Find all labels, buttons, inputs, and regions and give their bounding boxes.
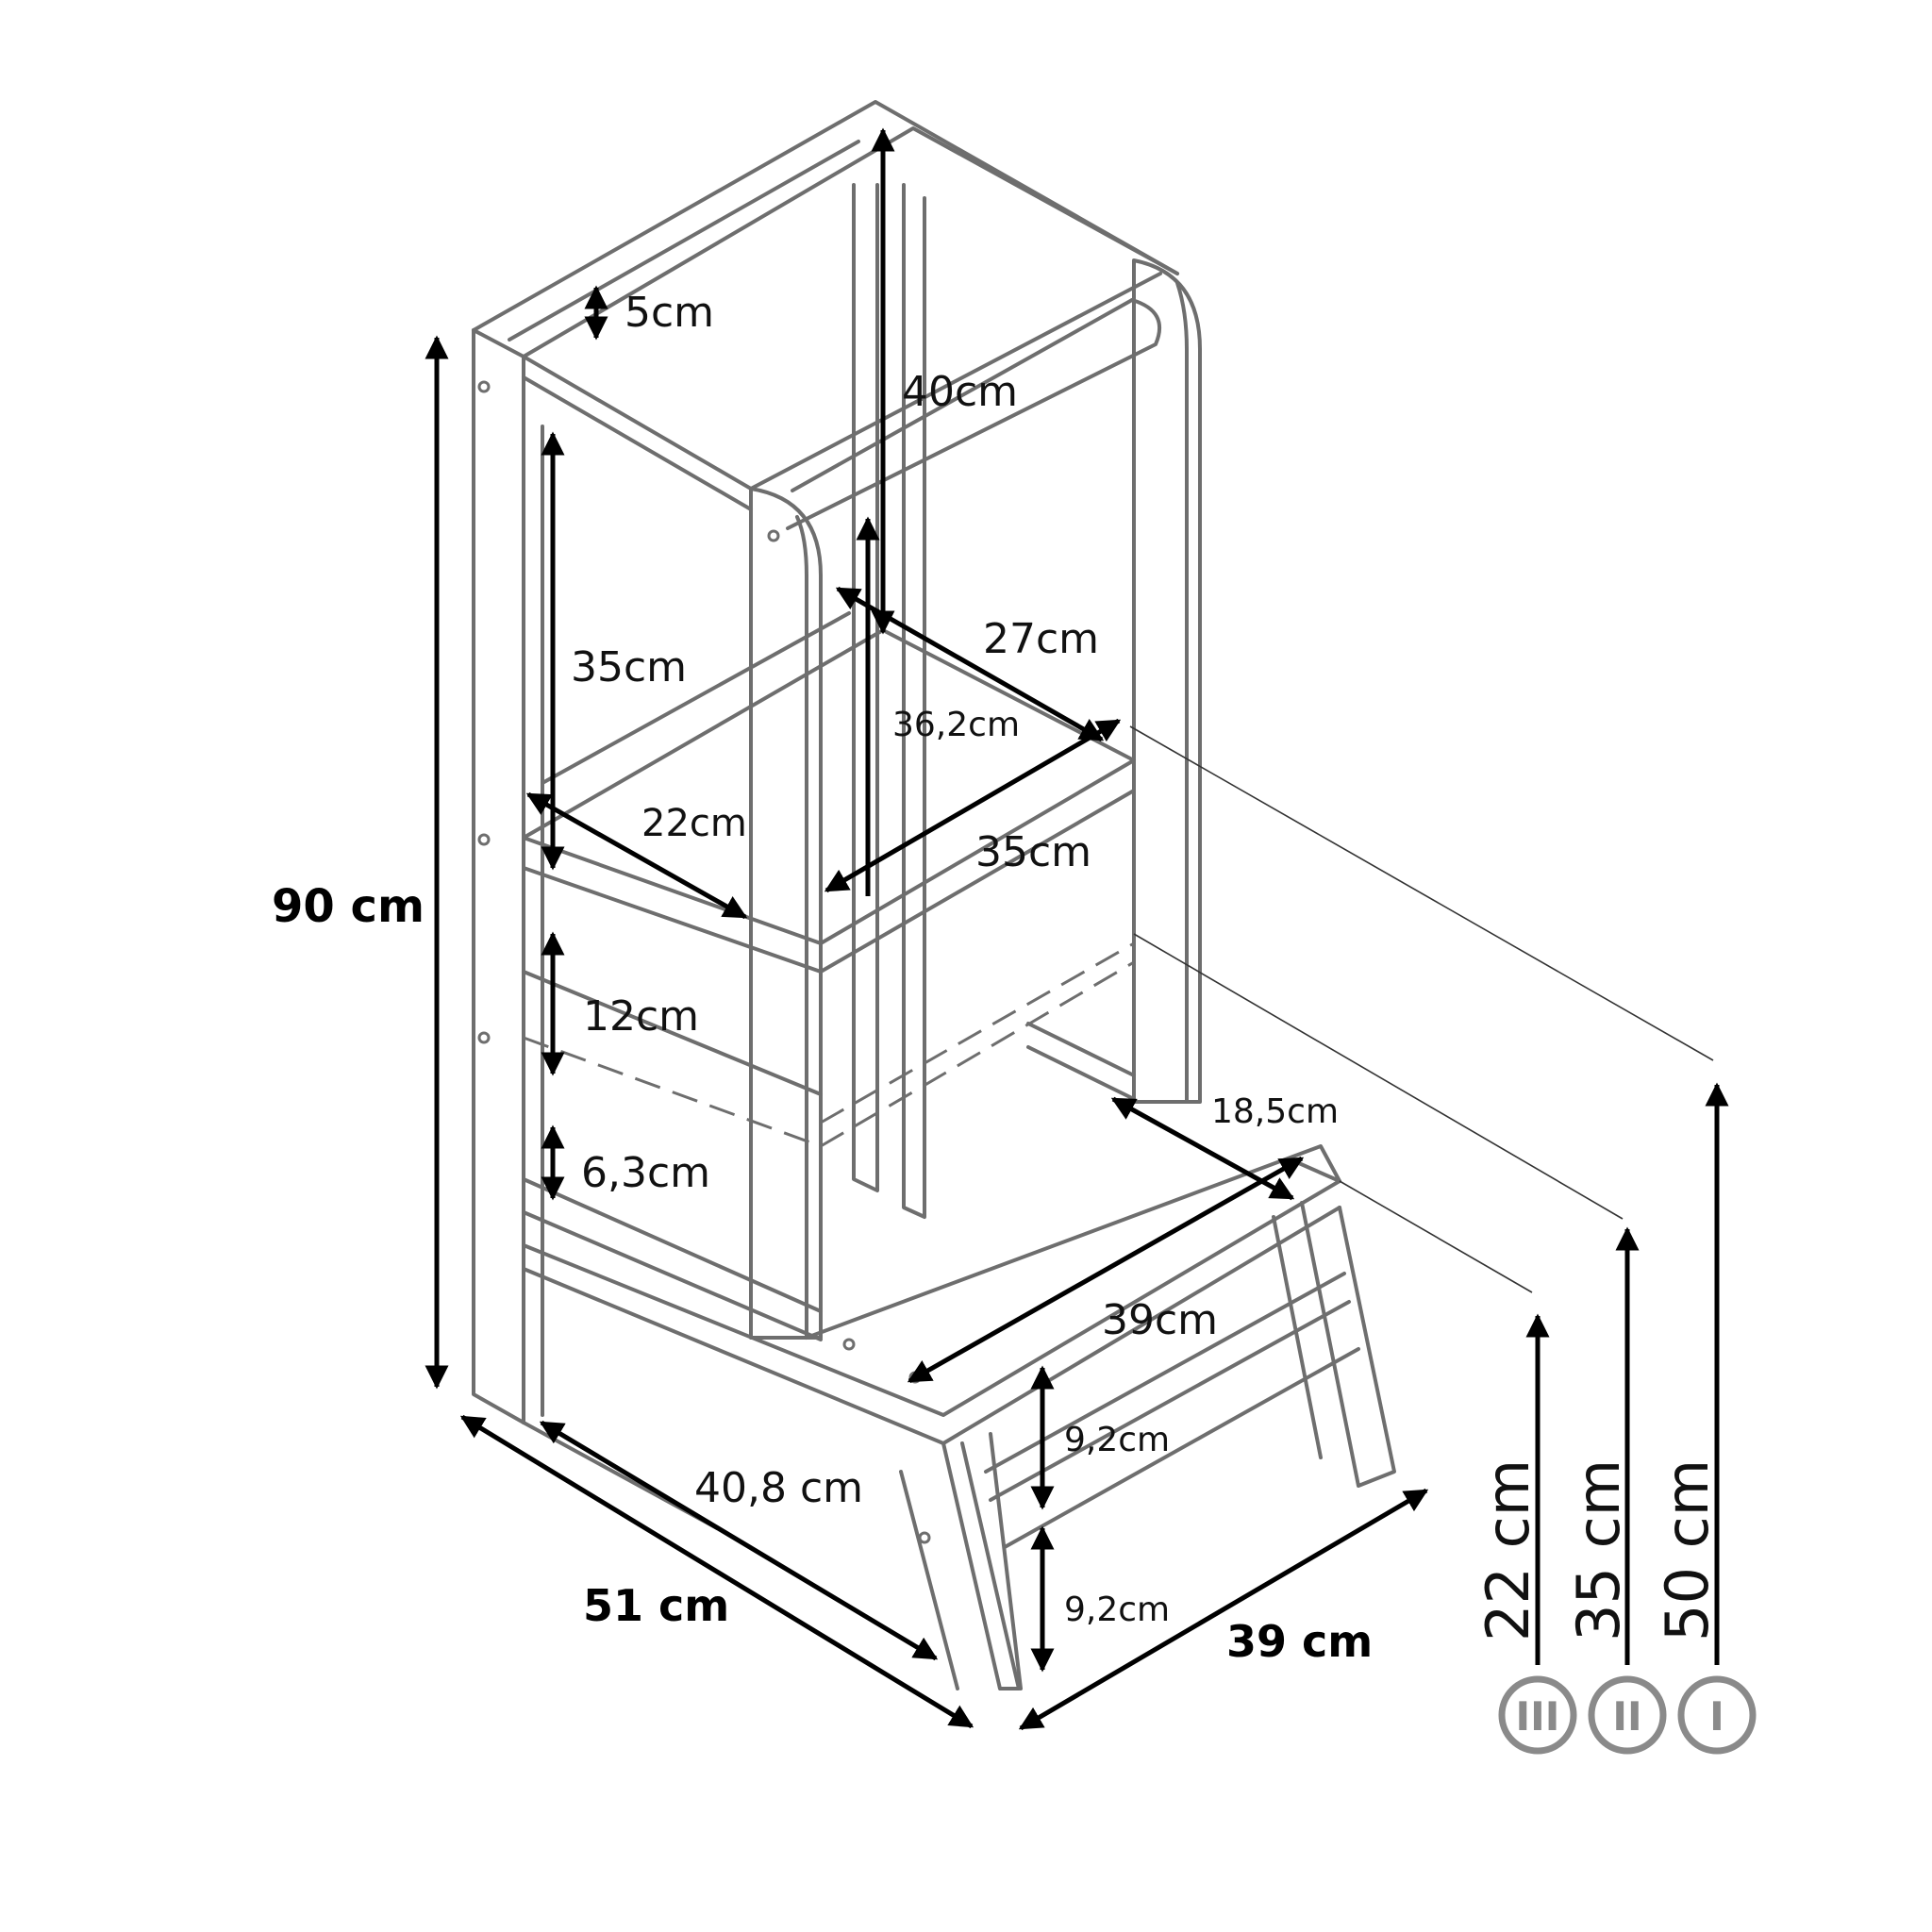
svg-text:II: II	[1612, 1693, 1641, 1740]
level-I-height: 50 cm	[1653, 1459, 1722, 1641]
svg-text:I: I	[1709, 1693, 1724, 1740]
badge-level-I: I	[1677, 1675, 1757, 1755]
level-badges: III II I	[1498, 1675, 1757, 1755]
label-step-lower: 9,2cm	[1064, 1591, 1170, 1629]
label-step-width: 39cm	[1102, 1296, 1218, 1344]
label-gap-below: 12cm	[583, 992, 699, 1041]
platform-width-front-arrow	[824, 718, 1122, 893]
badge-level-II: II	[1588, 1675, 1667, 1755]
label-platform-diagonal: 36,2cm	[892, 706, 1020, 744]
label-platform-width-front: 35cm	[975, 828, 1091, 876]
dimension-labels: 90 cm 5cm 40cm 35cm 27cm 36,2cm 22cm 35c…	[272, 289, 1373, 1667]
label-step-depth: 18,5cm	[1211, 1092, 1339, 1131]
dimension-arrows	[425, 127, 1429, 1731]
label-total-height: 90 cm	[272, 880, 425, 933]
platform-depth-arrow	[525, 791, 748, 920]
level-II-height: 35 cm	[1564, 1459, 1633, 1641]
depth-total-arrow	[459, 1414, 974, 1729]
label-step-upper: 9,2cm	[1064, 1421, 1170, 1459]
label-upper-opening: 40cm	[902, 368, 1018, 416]
width-total-arrow	[1018, 1488, 1429, 1731]
label-depth-total: 51 cm	[583, 1580, 729, 1631]
label-platform-width-back: 27cm	[983, 615, 1099, 663]
leader-lines	[1129, 725, 1714, 1293]
level-III-height: 22 cm	[1474, 1459, 1542, 1641]
label-depth-inner: 40,8 cm	[694, 1464, 863, 1512]
label-bottom-board: 6,3cm	[581, 1149, 710, 1197]
platform-width-back-arrow	[835, 586, 1105, 742]
badge-level-III: III	[1498, 1675, 1577, 1755]
label-width-total: 39 cm	[1226, 1616, 1373, 1667]
label-side-opening: 35cm	[571, 643, 687, 691]
label-platform-depth: 22cm	[641, 802, 747, 845]
level-labels: 22 cm 35 cm 50 cm	[1474, 1459, 1722, 1641]
label-top-rail: 5cm	[625, 289, 714, 337]
level-arrows	[1525, 1082, 1729, 1665]
svg-text:III: III	[1516, 1693, 1560, 1740]
tower-drawing	[472, 100, 1396, 1690]
step-width-arrow	[907, 1156, 1305, 1384]
